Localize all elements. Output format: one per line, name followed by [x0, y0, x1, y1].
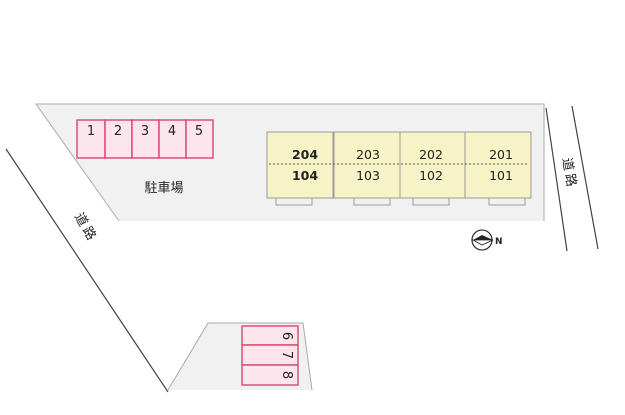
parking-space: [76, 119, 106, 159]
road-label-left: 道 路: [71, 210, 99, 243]
unit-number-upper: 204: [292, 147, 318, 162]
parking-number: 6: [279, 332, 294, 340]
balcony: [412, 197, 450, 206]
unit-number-lower: 102: [419, 168, 443, 183]
compass-arrow-icon: [473, 235, 493, 240]
unit-number-lower: 104: [292, 168, 318, 183]
road-label-char: 道: [559, 157, 576, 172]
unit-block: [399, 131, 466, 199]
parking-number: 1: [87, 124, 95, 139]
parking-number: 2: [114, 124, 122, 139]
parking-label: 駐車場: [144, 181, 183, 196]
parking-space: [104, 119, 133, 159]
parking-space: [185, 119, 214, 159]
right-road-edge-inner: [545, 107, 568, 252]
balcony: [488, 197, 526, 206]
road-label-char: 路: [561, 172, 579, 188]
parking-south: 6 7 8: [241, 325, 299, 386]
unit-number-upper: 203: [356, 147, 380, 162]
parking-number: 8: [279, 371, 294, 379]
balcony: [275, 197, 313, 206]
road-label-right: 道 路: [559, 157, 580, 188]
apartment-building: 204 104 203 103 202 102 201 101: [266, 131, 532, 206]
road-label-char: 道: [71, 210, 90, 229]
unit-number-lower: 103: [356, 168, 380, 183]
unit-number-upper: 201: [489, 147, 513, 162]
compass-north-label: N: [495, 237, 503, 247]
road-label-char: 路: [79, 224, 99, 243]
lot-edge: [35, 103, 545, 222]
unit-number-lower: 101: [489, 168, 513, 183]
right-road-edge-outer: [571, 105, 599, 250]
parking-north: 1 2 3 4 5: [76, 119, 214, 159]
parking-space: [131, 119, 160, 159]
compass-arrow-tail: [471, 239, 494, 246]
unit-block: [333, 131, 401, 199]
compass: N: [471, 229, 503, 251]
unit-block: [266, 131, 334, 199]
left-road-edge-outer: [5, 148, 169, 393]
parking-number: 5: [195, 124, 203, 139]
parking-space: [241, 364, 299, 386]
unit-block: [464, 131, 532, 199]
parking-number: 3: [141, 124, 149, 139]
parking-number: 7: [279, 351, 294, 359]
balcony: [353, 197, 391, 206]
lower-lot-edge: [167, 322, 313, 391]
parking-number: 4: [168, 124, 176, 139]
unit-number-upper: 202: [419, 147, 443, 162]
